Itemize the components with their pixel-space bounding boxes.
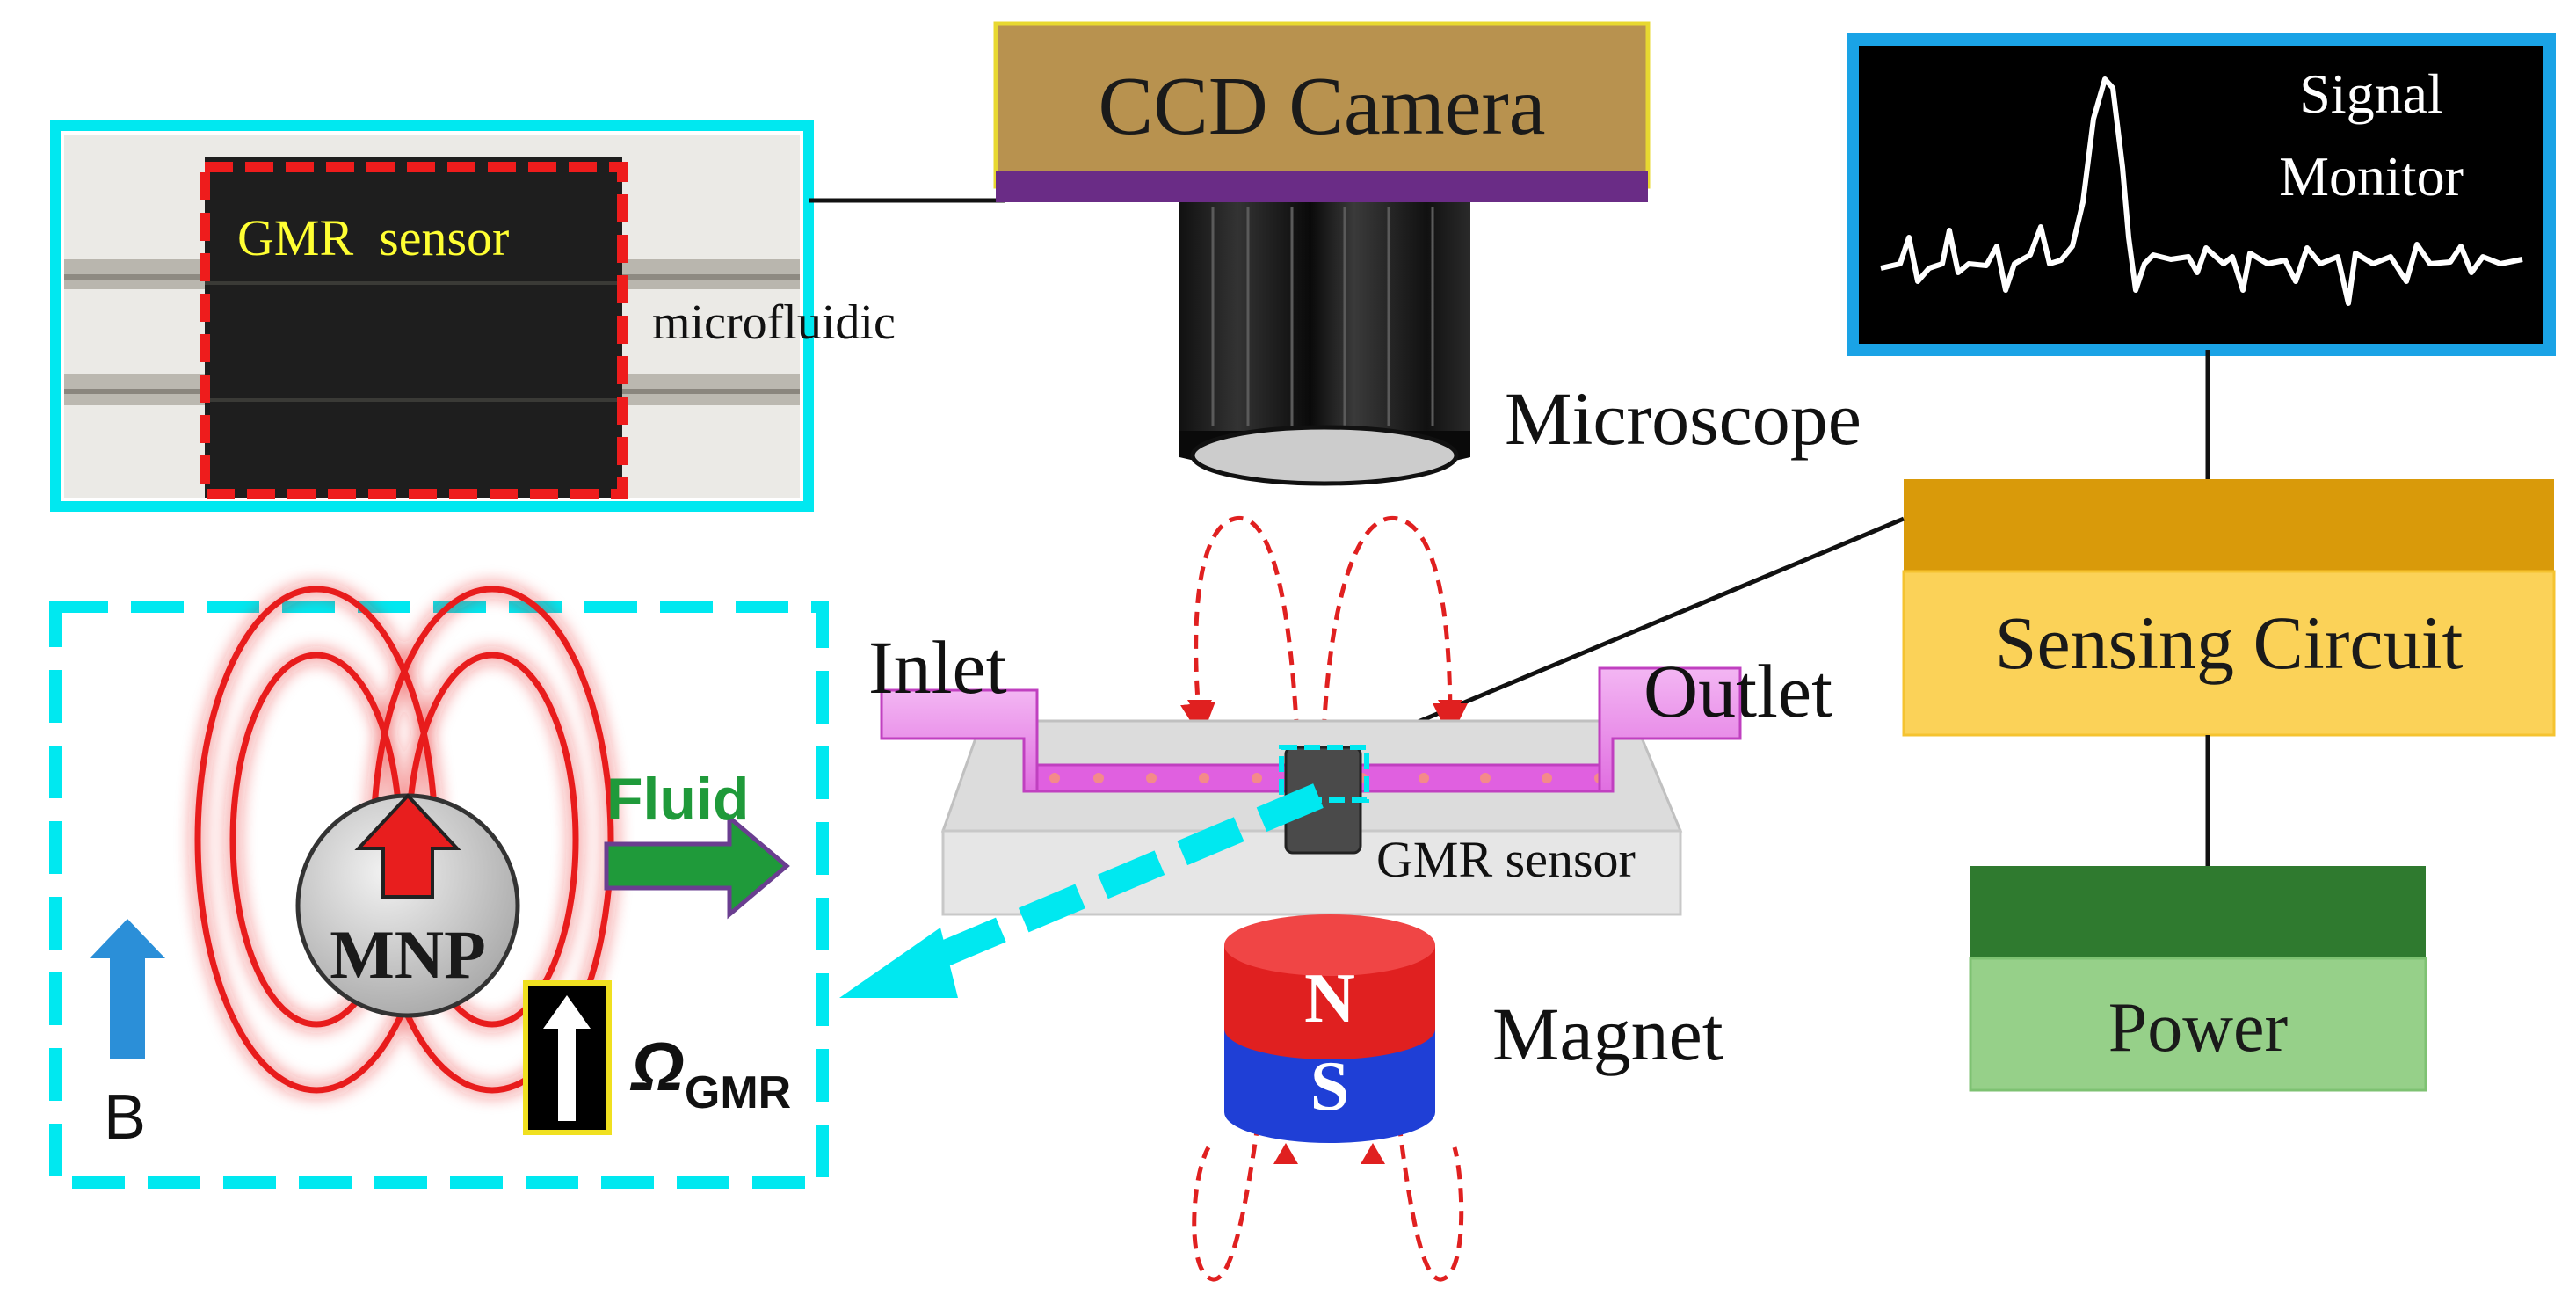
microscope-objective: Microscope xyxy=(1179,202,1861,486)
microfluidic-chip: Inlet Outlet GMR sensor xyxy=(868,625,1832,916)
outlet-label: Outlet xyxy=(1644,649,1832,733)
magnet: N S Magnet xyxy=(1224,914,1723,1143)
inlet-label: Inlet xyxy=(868,625,1007,710)
sensor-photo-inset: GMR sensor microfluidic xyxy=(50,120,896,512)
gmr-moment-arrow xyxy=(543,995,591,1121)
power-label: Power xyxy=(2108,989,2288,1066)
inlet-port xyxy=(880,688,1039,793)
magnet-label: Magnet xyxy=(1492,992,1723,1076)
fluid-arrow xyxy=(604,812,790,920)
omega-subscript: GMR xyxy=(685,1067,791,1118)
magnet-n-label: N xyxy=(1304,960,1355,1037)
fluid-label: Fluid xyxy=(606,766,749,833)
sensor-outline-dashed xyxy=(200,162,628,499)
b-field-arrow xyxy=(90,919,165,1059)
mnp-label: MNP xyxy=(330,916,486,993)
gmr-sensor-label: GMR sensor xyxy=(1376,831,1636,888)
b-field-label: B xyxy=(104,1082,146,1153)
omega-symbol: Ω xyxy=(629,1028,685,1105)
magnet-s-label: S xyxy=(1310,1048,1350,1125)
ccd-camera-label: CCD Camera xyxy=(1098,61,1545,152)
mnp-schematic-inset: MNP Fluid B ΩGMR xyxy=(49,586,829,1189)
sensing-circuit: Sensing Circuit xyxy=(1902,479,2556,737)
signal-monitor: Signal Monitor xyxy=(1847,33,2556,356)
zoom-arrow xyxy=(839,783,1324,998)
signal-monitor-label-line1: Signal xyxy=(2299,62,2443,125)
power-supply: Power xyxy=(1969,866,2427,1092)
outlet-port xyxy=(1598,666,1742,793)
signal-monitor-label-line2: Monitor xyxy=(2279,145,2464,207)
ccd-camera: CCD Camera xyxy=(993,21,1651,202)
microfluidic-label: microfluidic xyxy=(652,295,896,350)
microscope-label: Microscope xyxy=(1505,376,1861,461)
signal-trace xyxy=(1880,76,2523,306)
mnp-moment-arrow xyxy=(354,793,461,899)
sensing-circuit-label: Sensing Circuit xyxy=(1995,601,2464,685)
omega-gmr-label: ΩGMR xyxy=(629,1028,791,1118)
inset-gmr-sensor-label: GMR sensor xyxy=(237,209,509,266)
